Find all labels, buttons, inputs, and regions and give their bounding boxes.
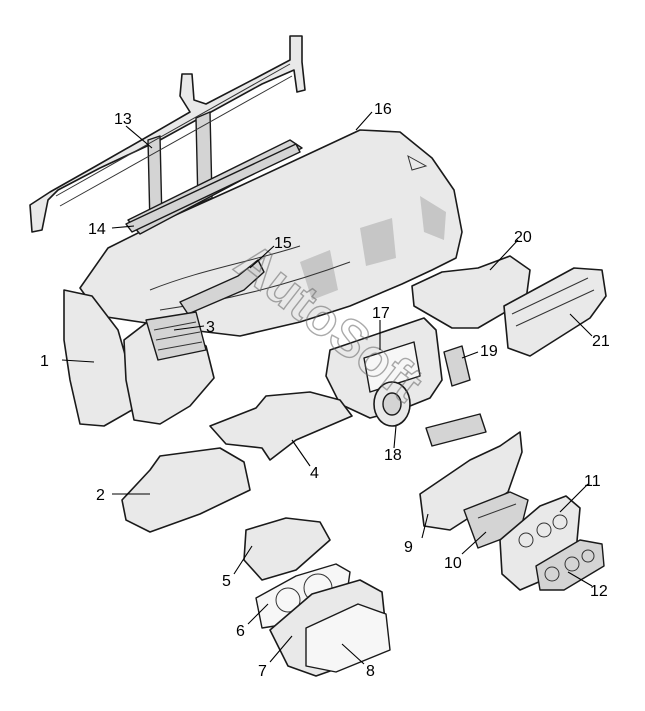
callout-17: 17 — [372, 305, 390, 322]
switch-strip — [425, 413, 487, 447]
part-3-switch-panel — [145, 311, 207, 361]
callout-4: 4 — [310, 465, 319, 482]
callout-10: 10 — [444, 555, 462, 572]
part-8-cluster-lens — [305, 603, 391, 673]
part-20-glove-box-outer — [411, 255, 531, 329]
callout-21: 21 — [592, 333, 610, 350]
callout-18: 18 — [384, 447, 402, 464]
leader-lines — [61, 111, 593, 665]
callout-1: 1 — [40, 353, 49, 370]
part-17-center-bezel — [325, 317, 443, 419]
callout-7: 7 — [258, 663, 267, 680]
callout-6: 6 — [236, 623, 245, 640]
part-18-knob — [373, 381, 411, 427]
callout-2: 2 — [96, 487, 105, 504]
part-12-climate-control — [535, 539, 605, 591]
part-19-vent — [443, 345, 471, 387]
part-4-lower-support — [209, 391, 353, 461]
callout-20: 20 — [514, 229, 532, 246]
callout-15: 15 — [274, 235, 292, 252]
part-5-meter-hood — [243, 517, 331, 581]
callout-12: 12 — [590, 583, 608, 600]
callout-19: 19 — [480, 343, 498, 360]
part-2-under-cover — [121, 447, 251, 533]
callout-8: 8 — [366, 663, 375, 680]
part-21-glove-box-inner — [503, 267, 607, 357]
callout-16: 16 — [374, 101, 392, 118]
callout-13: 13 — [114, 111, 132, 128]
callout-labels: 1 2 3 4 5 6 7 8 9 10 11 12 13 14 15 16 1… — [40, 101, 610, 680]
part-14-defroster-grille — [125, 143, 301, 233]
callout-3: 3 — [206, 319, 215, 336]
part-9-center-panel — [419, 431, 523, 531]
callout-14: 14 — [88, 221, 106, 238]
callout-5: 5 — [222, 573, 231, 590]
callout-9: 9 — [404, 539, 413, 556]
callout-11: 11 — [584, 473, 601, 490]
